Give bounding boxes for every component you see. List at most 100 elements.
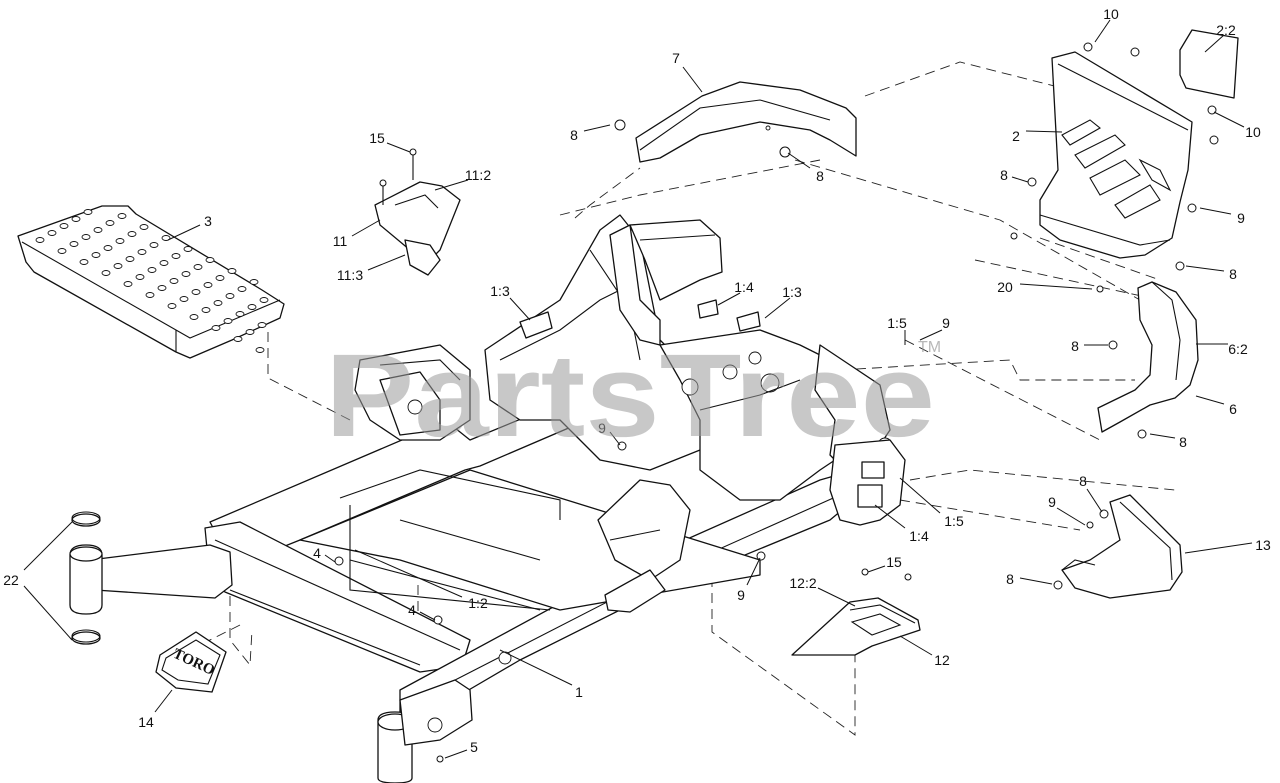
callout-label[interactable]: 12 bbox=[934, 652, 950, 668]
callout-leader bbox=[351, 219, 381, 237]
callout-label[interactable]: 8 bbox=[1179, 434, 1187, 450]
perforation-hole bbox=[83, 209, 93, 215]
perforation-hole bbox=[159, 260, 169, 266]
perforation-hole bbox=[71, 216, 81, 222]
perforation-hole bbox=[189, 314, 199, 320]
perforation-hole bbox=[117, 213, 127, 219]
callout-leader bbox=[367, 254, 406, 271]
watermark-trademark: TM bbox=[918, 339, 941, 356]
perforation-hole bbox=[79, 259, 89, 265]
perforation-hole bbox=[127, 231, 137, 237]
perforation-hole bbox=[213, 300, 223, 306]
perforation-hole bbox=[235, 311, 245, 317]
callout-label[interactable]: 10 bbox=[1245, 124, 1261, 140]
callout-label[interactable]: 8 bbox=[1000, 167, 1008, 183]
callout-leader bbox=[899, 635, 933, 656]
caster-tube-assembly bbox=[23, 511, 233, 645]
callout-label[interactable]: 22 bbox=[3, 572, 19, 588]
callout-label[interactable]: 9 bbox=[1048, 494, 1056, 510]
callout-leader bbox=[746, 557, 761, 586]
assembly-guide-lines bbox=[199, 61, 1181, 736]
callout-leader bbox=[154, 689, 173, 713]
callout-label[interactable]: 2:2 bbox=[1216, 22, 1236, 38]
perforation-hole bbox=[81, 234, 91, 240]
callout-label[interactable]: 4 bbox=[313, 545, 321, 561]
callout-label[interactable]: 13 bbox=[1255, 537, 1271, 553]
logo-plate-part-14: TORO bbox=[155, 631, 227, 693]
perforation-hole bbox=[103, 245, 113, 251]
callout-leader bbox=[354, 549, 463, 598]
callout-label[interactable]: 1:5 bbox=[944, 513, 964, 529]
callout-label[interactable]: 6 bbox=[1229, 401, 1237, 417]
callout-label[interactable]: 8 bbox=[1229, 266, 1237, 282]
perforation-hole bbox=[101, 270, 111, 276]
callout-label[interactable]: 7 bbox=[672, 50, 680, 66]
callout-label[interactable]: 1:3 bbox=[490, 283, 510, 299]
callout-label[interactable]: 20 bbox=[997, 279, 1013, 295]
perforation-hole bbox=[259, 297, 269, 303]
callout-leader bbox=[1019, 283, 1093, 290]
callout-leader bbox=[1149, 433, 1176, 439]
callout-label[interactable]: 12:2 bbox=[789, 575, 816, 591]
perforation-hole bbox=[257, 322, 267, 328]
callout-label[interactable]: 1:4 bbox=[734, 279, 754, 295]
perforation-hole bbox=[115, 238, 125, 244]
callout-label[interactable]: 8 bbox=[816, 168, 824, 184]
callout-label[interactable]: 1:4 bbox=[909, 528, 929, 544]
callout-label[interactable]: 1:5 bbox=[887, 315, 907, 331]
callout-label[interactable]: 9 bbox=[598, 420, 606, 436]
callout-leader-lines bbox=[23, 19, 1253, 759]
callout-leader bbox=[609, 431, 621, 446]
callout-leader bbox=[444, 749, 468, 759]
callout-leader bbox=[787, 152, 811, 169]
callout-label[interactable]: 9 bbox=[942, 315, 950, 331]
perforation-hole bbox=[227, 268, 237, 274]
perforation-hole bbox=[249, 279, 259, 285]
perforation-hole bbox=[57, 248, 67, 254]
perforation-hole bbox=[201, 307, 211, 313]
callout-label[interactable]: 8 bbox=[1006, 571, 1014, 587]
callout-leader bbox=[919, 329, 943, 341]
main-frame-part-1 bbox=[204, 214, 906, 783]
callout-label[interactable]: 14 bbox=[138, 714, 154, 730]
perforation-hole bbox=[125, 256, 135, 262]
perforation-hole bbox=[139, 224, 149, 230]
perforation-hole bbox=[247, 304, 257, 310]
callout-leader bbox=[1056, 507, 1086, 526]
perforation-hole bbox=[223, 318, 233, 324]
callout-label[interactable]: 8 bbox=[1079, 473, 1087, 489]
perforation-hole bbox=[105, 220, 115, 226]
callout-label[interactable]: 11:3 bbox=[337, 267, 363, 283]
callout-label[interactable]: 8 bbox=[570, 127, 578, 143]
perforation-hole bbox=[157, 285, 167, 291]
perforation-hole bbox=[91, 252, 101, 258]
callout-label[interactable]: 3 bbox=[204, 213, 212, 229]
callout-label[interactable]: 1 bbox=[575, 684, 583, 700]
perforation-hole bbox=[59, 223, 69, 229]
callout-label[interactable]: 11:2 bbox=[465, 167, 491, 183]
perforation-hole bbox=[171, 253, 181, 259]
callout-label[interactable]: 2 bbox=[1012, 128, 1020, 144]
callout-label[interactable]: 11 bbox=[333, 233, 348, 249]
callout-label[interactable]: 4 bbox=[408, 602, 416, 618]
callout-label[interactable]: 9 bbox=[1237, 210, 1245, 226]
callout-label[interactable]: 1:3 bbox=[782, 284, 802, 300]
callout-label[interactable]: 9 bbox=[737, 587, 745, 603]
callout-leader bbox=[167, 224, 201, 241]
callout-label[interactable]: 10 bbox=[1103, 6, 1119, 22]
perforation-hole bbox=[215, 275, 225, 281]
callout-label[interactable]: 8 bbox=[1071, 338, 1079, 354]
perforation-hole bbox=[113, 263, 123, 269]
perforation-hole bbox=[137, 249, 147, 255]
callout-label[interactable]: 15 bbox=[369, 130, 385, 146]
callout-label[interactable]: 15 bbox=[886, 554, 902, 570]
foot-plate-part-3 bbox=[17, 205, 285, 359]
callout-leader bbox=[1086, 488, 1103, 513]
callout-label[interactable]: 1:2 bbox=[468, 595, 488, 611]
callout-leader bbox=[867, 565, 886, 573]
callout-label[interactable]: 6:2 bbox=[1228, 341, 1248, 357]
callout-label[interactable]: 5 bbox=[470, 739, 478, 755]
callout-leader bbox=[509, 297, 531, 321]
